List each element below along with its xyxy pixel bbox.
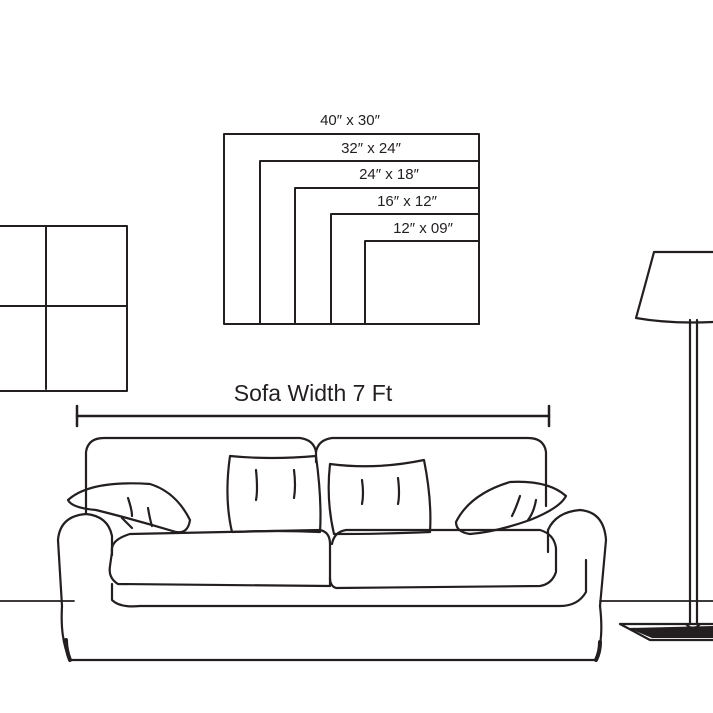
frame-32x24 bbox=[259, 160, 480, 325]
sofa-icon bbox=[56, 436, 608, 662]
canvas-size-frames bbox=[223, 133, 480, 325]
size-label-16x12: 16″ x 12″ bbox=[377, 193, 438, 210]
window-icon bbox=[0, 225, 128, 392]
sofa-width-dimension: Sofa Width 7 Ft bbox=[75, 380, 551, 428]
size-label-32x24: 32″ x 24″ bbox=[341, 140, 402, 157]
size-label-12x09: 12″ x 09″ bbox=[393, 220, 454, 237]
frame-12x09 bbox=[364, 240, 480, 325]
floor-lamp-icon bbox=[618, 250, 713, 642]
size-label-40x30: 40″ x 30″ bbox=[320, 112, 381, 129]
sofa-width-label: Sofa Width 7 Ft bbox=[234, 380, 393, 406]
size-label-24x18: 24″ x 18″ bbox=[359, 166, 420, 183]
